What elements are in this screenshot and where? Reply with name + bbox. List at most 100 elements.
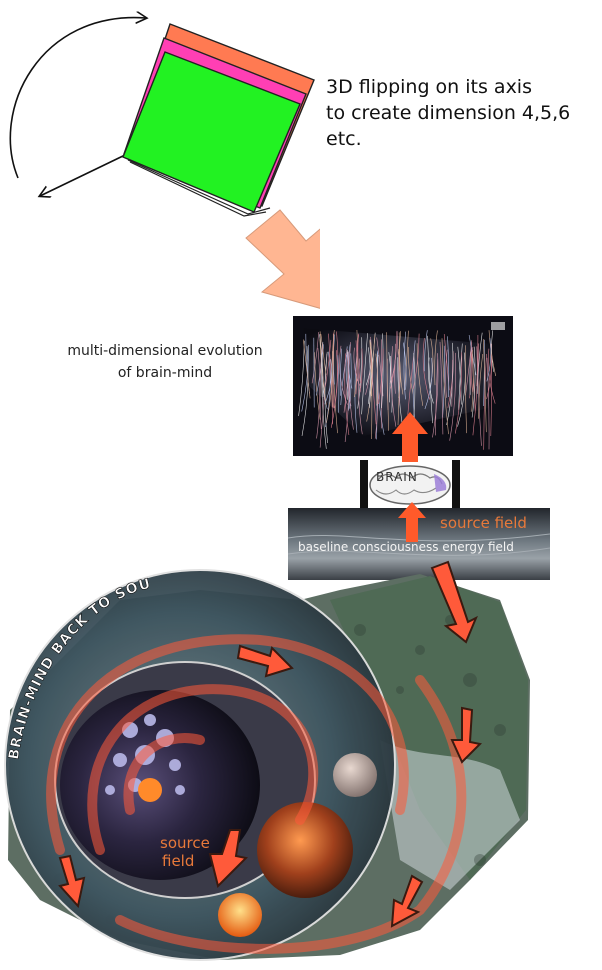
fiber-strand bbox=[476, 332, 483, 394]
flow-arrow-left bbox=[58, 854, 86, 909]
fiber-strand bbox=[361, 333, 368, 415]
fiber-strand bbox=[348, 344, 353, 389]
flip-caption-line3: etc. bbox=[326, 128, 362, 150]
fiber-strand bbox=[427, 335, 433, 424]
fiber-strand bbox=[424, 357, 433, 410]
fiber-strand bbox=[416, 343, 424, 406]
fiber-strand bbox=[389, 355, 391, 403]
fiber-strand bbox=[343, 342, 351, 413]
neural-fibers-image bbox=[293, 316, 513, 456]
fiber-strand bbox=[346, 352, 350, 411]
fiber-strand bbox=[320, 333, 327, 375]
evolution-caption: multi-dimensional evolution of brain-min… bbox=[40, 340, 290, 384]
fiber-strand bbox=[354, 329, 358, 398]
flow-arrow-center bbox=[208, 829, 249, 888]
fiber-strand bbox=[316, 348, 321, 439]
fiber-strand bbox=[465, 345, 467, 434]
up-arrow-bottom bbox=[398, 502, 426, 542]
fiber-strand bbox=[359, 348, 363, 393]
fiber-strand bbox=[333, 350, 338, 409]
fiber-strand bbox=[301, 344, 309, 412]
grey-moon bbox=[333, 753, 377, 797]
source-field-label: source field bbox=[440, 514, 527, 532]
fiber-strand bbox=[435, 358, 438, 436]
fiber-strand bbox=[428, 357, 434, 404]
fiber-strand bbox=[390, 346, 397, 427]
fiber-strand bbox=[451, 359, 453, 407]
fiber-strand bbox=[325, 339, 332, 387]
fiber-strand bbox=[476, 346, 482, 446]
fiber-strand bbox=[303, 339, 311, 399]
fiber-strand bbox=[365, 336, 372, 395]
baseline-field-label: baseline consciousness energy field bbox=[298, 540, 514, 554]
energy-spiral bbox=[46, 634, 467, 954]
fiber-strand bbox=[397, 348, 401, 398]
fiber-strand bbox=[366, 342, 373, 422]
fiber-strand bbox=[457, 346, 462, 405]
fiber-strand bbox=[488, 348, 496, 404]
fiber-strand bbox=[434, 330, 438, 386]
fiber-strand bbox=[378, 348, 384, 405]
fiber-strand bbox=[311, 332, 319, 384]
brain-image bbox=[360, 460, 460, 508]
fiber-strand bbox=[358, 358, 363, 435]
fiber-strand bbox=[357, 337, 363, 409]
fiber-strand bbox=[381, 333, 384, 409]
big-flow-arrow bbox=[245, 209, 320, 309]
fiber-strand bbox=[386, 332, 389, 431]
fiber-strand bbox=[412, 340, 416, 419]
cube-flip-diagram bbox=[9, 0, 320, 309]
rotation-arrow bbox=[9, 18, 146, 179]
fiber-strand bbox=[445, 349, 448, 398]
sun-planet bbox=[218, 893, 262, 937]
fiber-strand bbox=[368, 347, 371, 408]
fiber-strand bbox=[449, 352, 456, 441]
energy-field-image bbox=[288, 508, 550, 580]
fiber-strand bbox=[488, 330, 496, 377]
flip-caption-line2: to create dimension 4,5,6 bbox=[326, 102, 571, 124]
fiber-strand bbox=[465, 340, 473, 396]
fiber-strand bbox=[408, 346, 414, 395]
fiber-strand bbox=[478, 354, 483, 419]
flow-arrow-bottom bbox=[390, 874, 424, 928]
fiber-strand bbox=[442, 345, 445, 418]
fiber-strand bbox=[321, 353, 327, 449]
fiber-strand bbox=[371, 334, 376, 397]
fiber-strand bbox=[324, 359, 332, 405]
fiber-strand bbox=[403, 342, 407, 390]
fiber-strand bbox=[424, 330, 428, 372]
fiber-strand bbox=[344, 348, 349, 443]
fiber-strand bbox=[491, 330, 494, 372]
axis-arrow bbox=[40, 154, 126, 196]
fiber-strand bbox=[439, 341, 444, 435]
fiber-strand bbox=[441, 338, 449, 435]
fiber-strand bbox=[337, 355, 340, 413]
flow-arrow-right bbox=[450, 706, 483, 764]
fiber-strand bbox=[388, 352, 393, 413]
fiber-strand bbox=[413, 333, 420, 389]
brain-label: BRAIN bbox=[376, 470, 418, 484]
fiber-strand bbox=[486, 357, 490, 450]
flip-caption-line1: 3D flipping on its axis bbox=[326, 76, 532, 98]
fiber-strand bbox=[340, 354, 347, 406]
fiber-strand bbox=[404, 330, 409, 391]
fiber-strand bbox=[396, 330, 400, 405]
lava-planet bbox=[257, 802, 353, 898]
fiber-strand bbox=[422, 337, 430, 400]
fiber-strand bbox=[301, 346, 309, 436]
flip-caption: 3D flipping on its axis to create dimens… bbox=[326, 74, 570, 152]
fiber-strand bbox=[344, 353, 350, 436]
fiber-strand bbox=[472, 343, 479, 436]
flow-arrow-top bbox=[430, 560, 478, 644]
fiber-strand bbox=[319, 339, 327, 406]
fiber-strand bbox=[353, 347, 361, 389]
fiber-strand bbox=[370, 349, 377, 425]
fiber-strand bbox=[432, 353, 439, 438]
fiber-strand bbox=[340, 348, 342, 396]
fiber-strand bbox=[375, 353, 378, 404]
evolution-caption-line2: of brain-mind bbox=[117, 365, 213, 381]
flow-arrow-mid bbox=[236, 644, 294, 678]
fiber-strand bbox=[319, 334, 324, 397]
